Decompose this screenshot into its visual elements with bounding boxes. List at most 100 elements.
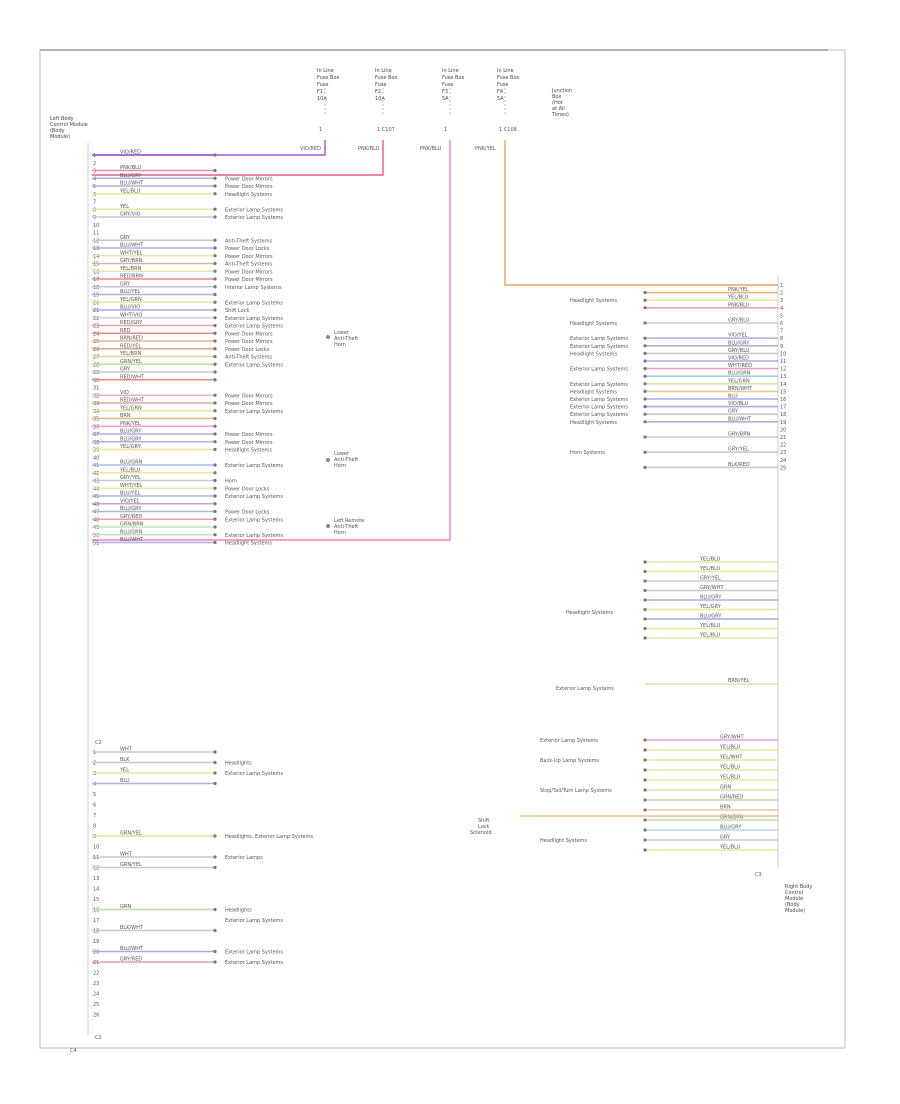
side-note-line: Horn [334, 463, 346, 469]
right-title-line: (Body [785, 902, 800, 908]
terminal-dot [213, 750, 217, 754]
right-side-note-line: Shift [478, 818, 489, 824]
top-side-note: Junction Box (Hot at All Times) [551, 88, 572, 118]
terminal-dot [213, 323, 217, 328]
diagram-border [39, 49, 846, 1049]
side-note-ln1: Lower Anti-Theft Horn [326, 330, 358, 348]
terminal-dot [213, 533, 217, 537]
right-group-a-row: YEL/BLU [643, 557, 778, 564]
pin-number: 42 [93, 471, 99, 477]
wire-label: RED/WHT [120, 398, 145, 404]
wire-label: RED/BRN [120, 274, 143, 280]
fuse-label: Fuse Box [497, 75, 519, 81]
pin-number: 51 [93, 541, 99, 547]
pin-number: 25 [780, 465, 786, 471]
left-pin-row: 24 [93, 992, 99, 998]
wire-label: WHT [120, 747, 133, 753]
wire-label: PNK/YEL [728, 287, 749, 293]
terminal-dot [643, 560, 647, 564]
wire-label: GRN/BRN [120, 522, 144, 528]
left-pin-row: 40 [93, 455, 99, 461]
left-pin-row: 23 [93, 981, 99, 987]
wire-destination: Power Door Mirrors [225, 269, 273, 275]
right-group-a-row: GRY/YEL [643, 576, 778, 583]
terminal-dot [643, 778, 647, 782]
side-note-line: Horn [334, 342, 346, 348]
pin-number: 12 [93, 238, 99, 244]
wire-label: BLK/WHT [120, 925, 144, 931]
fuse-label: Fuse [317, 82, 328, 88]
wire-label: BLK/RED [728, 462, 750, 468]
wire-destination: Horn [225, 479, 237, 485]
pin-number: 31 [93, 386, 99, 392]
pin-number: 30 [93, 378, 99, 384]
terminal-dot [213, 292, 217, 297]
fuse-label: F2 [375, 89, 381, 95]
terminal-dot [643, 306, 647, 310]
pin-number: 18 [93, 285, 99, 291]
terminal-dot [643, 798, 647, 802]
terminal-dot [643, 382, 647, 386]
pin-number: 9 [93, 834, 96, 840]
pin-number: 21 [780, 435, 786, 441]
right-pin-row: 5 [780, 313, 783, 319]
pin-number: 15 [93, 262, 99, 268]
wire-label: VIO/YEL [728, 333, 748, 339]
side-note-line: Lower [334, 451, 350, 457]
terminal-dot [213, 463, 217, 467]
wire-label: GRN [720, 785, 731, 791]
wire-destination: Power Door Mirrors [225, 277, 273, 283]
title-line: Left Body [50, 116, 74, 122]
left-connector-c2-label: C2 [95, 740, 102, 746]
pin-number: 20 [93, 950, 99, 956]
terminal-dot [213, 393, 217, 397]
pin-number: 34 [93, 409, 99, 415]
terminal-dot [213, 447, 217, 452]
terminal-dot [213, 949, 217, 954]
pin-number: 16 [780, 397, 786, 403]
top-wire-label: PNK/BLU [358, 146, 380, 152]
wire-destination: Exterior Lamp Systems [556, 686, 614, 692]
wire-label: GRY [120, 235, 131, 241]
terminal-dot [643, 351, 647, 355]
wire-label: RED/WHT [120, 374, 145, 380]
terminal-dot [213, 378, 217, 382]
wire-destination: Headlights [225, 908, 252, 914]
terminal-dot [213, 540, 217, 545]
pin-number: 16 [93, 908, 99, 914]
terminal-dot [213, 471, 217, 475]
wire-destination: Anti-Theft Systems [225, 238, 272, 244]
pin-number: 18 [780, 412, 786, 418]
pin-number: 19 [93, 293, 99, 299]
pin-number: 47 [93, 510, 99, 516]
pin-number: 36 [93, 424, 99, 430]
connector-dot [326, 524, 330, 528]
pin-number: 11 [780, 359, 786, 365]
terminal-dot [213, 331, 217, 335]
pin-number: 10 [780, 351, 786, 357]
wire-label: BLU [120, 778, 130, 784]
title-line: Module) [50, 134, 70, 140]
pin-number: 37 [93, 432, 99, 438]
top-wire-label: VIO/RED [300, 146, 321, 152]
wire-destination: Power Door Locks [225, 486, 270, 492]
wire-label: VIO/YEL [120, 498, 140, 504]
pin-number: 9 [780, 344, 783, 350]
right-group-a-row: YEL/GRY [643, 604, 778, 612]
terminal-dot [643, 738, 647, 742]
